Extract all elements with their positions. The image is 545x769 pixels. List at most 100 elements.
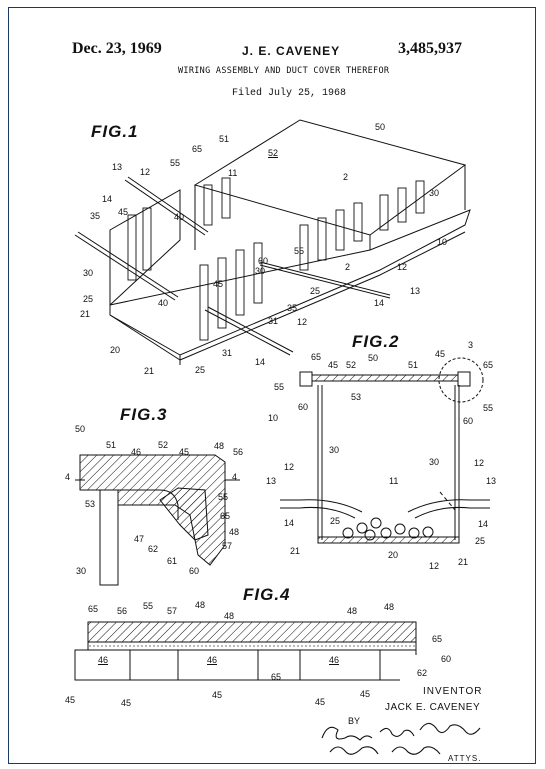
ref-numeral: 57 — [222, 541, 233, 551]
ref-numeral: 45 — [121, 698, 132, 708]
ref-numeral: 48 — [384, 602, 395, 612]
ref-numeral: 52 — [346, 360, 357, 370]
ref-numeral: 40 — [174, 212, 185, 222]
ref-numeral: 45 — [179, 447, 190, 457]
ref-numeral: 2 — [345, 262, 351, 272]
ref-numeral: 55 — [274, 382, 285, 392]
ref-numeral: 48 — [214, 441, 225, 451]
ref-numeral: 45 — [118, 207, 129, 217]
ref-numeral: 45 — [360, 689, 371, 699]
ref-numeral: 4 — [65, 472, 71, 482]
patent-title: WIRING ASSEMBLY AND DUCT COVER THEREFOR — [178, 66, 390, 76]
ref-numeral: 65 — [220, 511, 231, 521]
ref-numeral: 50 — [375, 122, 386, 132]
ref-numeral: 65 — [483, 360, 494, 370]
ref-numeral: 25 — [330, 516, 341, 526]
ref-numeral: 56 — [233, 447, 244, 457]
ref-numeral: 21 — [144, 366, 155, 376]
fig2-drawing — [280, 357, 490, 544]
ref-numeral: 45 — [328, 360, 339, 370]
ref-numeral: 11 — [389, 476, 399, 486]
ref-numeral: 46 — [329, 655, 340, 665]
ref-numeral: 21 — [458, 557, 469, 567]
ref-numeral: 60 — [189, 566, 200, 576]
ref-numeral: 62 — [417, 668, 428, 678]
ref-numeral: 55 — [170, 158, 181, 168]
ref-numeral: 60 — [298, 402, 309, 412]
ref-numeral: 40 — [158, 298, 169, 308]
fig1-drawing — [74, 119, 471, 365]
ref-numeral: 45 — [435, 349, 446, 359]
ref-numeral: 55 — [294, 246, 305, 256]
ref-numeral: 25 — [475, 536, 486, 546]
ref-numeral: 12 — [284, 462, 295, 472]
fig2-label: FIG.2 — [352, 332, 400, 351]
ref-numeral: 45 — [315, 697, 326, 707]
ref-numeral: 13 — [410, 286, 421, 296]
ref-numeral: 46 — [131, 447, 142, 457]
ref-numeral: 30 — [76, 566, 87, 576]
ref-numeral: 45 — [65, 695, 76, 705]
ref-numeral: 53 — [351, 392, 362, 402]
ref-numeral: 12 — [297, 317, 308, 327]
ref-numeral: 56 — [117, 606, 128, 616]
ref-numeral: 31 — [268, 316, 279, 326]
patent-number: 3,485,937 — [398, 40, 462, 57]
ref-numeral: 20 — [388, 550, 399, 560]
ref-numeral: 65 — [88, 604, 99, 614]
ref-numeral: 55 — [218, 492, 229, 502]
attorneys-label: ATTYS. — [448, 754, 482, 763]
ref-numeral: 21 — [290, 546, 301, 556]
ref-numeral: 55 — [143, 601, 154, 611]
ref-numeral: 25 — [83, 294, 94, 304]
ref-numeral: 14 — [374, 298, 385, 308]
ref-numeral: 48 — [224, 611, 235, 621]
ref-numeral: 61 — [167, 556, 178, 566]
ref-numeral: 48 — [347, 606, 358, 616]
ref-numeral: 51 — [408, 360, 419, 370]
ref-numeral: 30 — [429, 188, 440, 198]
ref-numeral: 30 — [429, 457, 440, 467]
ref-numeral: 31 — [222, 348, 233, 358]
ref-numeral: 4 — [232, 472, 238, 482]
ref-numeral: 60 — [258, 256, 269, 266]
ref-numeral: 50 — [75, 424, 86, 434]
ref-numeral: 2 — [343, 172, 349, 182]
ref-numeral: 14 — [255, 357, 266, 367]
ref-numeral: 50 — [368, 353, 379, 363]
ref-numeral: 14 — [284, 518, 295, 528]
ref-numeral: 57 — [167, 606, 178, 616]
ref-numeral: 12 — [429, 561, 440, 571]
ref-numeral: 10 — [437, 237, 448, 247]
ref-numeral: 3 — [468, 340, 474, 350]
ref-numeral: 30 — [255, 266, 266, 276]
ref-numeral: 55 — [483, 403, 494, 413]
ref-numeral: 65 — [311, 352, 322, 362]
ref-numeral: 46 — [207, 655, 218, 665]
fig1-label: FIG.1 — [91, 122, 139, 141]
ref-numeral: 35 — [90, 211, 101, 221]
ref-numeral: 53 — [85, 499, 96, 509]
ref-numeral: 60 — [441, 654, 452, 664]
fig3-drawing — [75, 454, 240, 586]
filed-date: Filed July 25, 1968 — [232, 88, 347, 99]
ref-numeral: 12 — [474, 458, 485, 468]
ref-numeral: 25 — [310, 286, 321, 296]
ref-numeral: 13 — [266, 476, 277, 486]
ref-numeral: 13 — [486, 476, 497, 486]
ref-numeral: 47 — [134, 534, 145, 544]
inventor-name: JACK E. CAVENEY — [385, 702, 481, 713]
fig4-label: FIG.4 — [243, 585, 291, 604]
ref-numeral: 45 — [212, 690, 223, 700]
ref-numeral: 45 — [213, 279, 224, 289]
ref-numeral: 51 — [106, 440, 117, 450]
ref-numeral: 30 — [83, 268, 94, 278]
patent-date: Dec. 23, 1969 — [72, 40, 162, 57]
ref-numeral: 25 — [195, 365, 206, 375]
ref-numeral: 65 — [192, 144, 203, 154]
ref-numeral: 35 — [287, 303, 298, 313]
ref-numeral: 65 — [271, 672, 282, 682]
ref-numeral: 48 — [195, 600, 206, 610]
ref-numeral: 14 — [102, 194, 113, 204]
